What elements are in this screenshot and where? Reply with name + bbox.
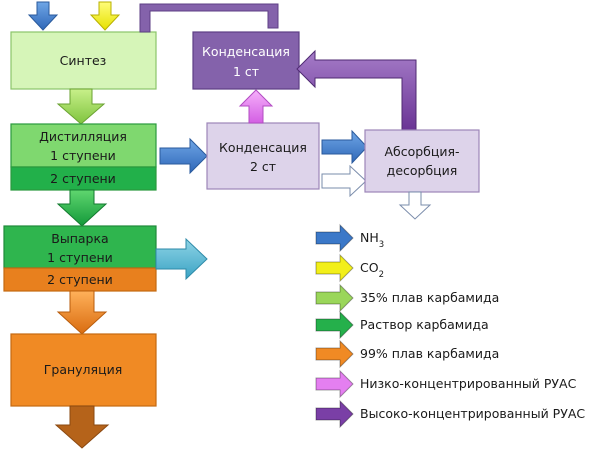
absorb-label-2: десорбция — [387, 163, 458, 178]
legend-arrow-4 — [315, 339, 354, 369]
distill-label-2: 1 ступени — [50, 148, 116, 163]
product-output-arrow — [54, 405, 110, 449]
vyparka-label-1: Выпарка — [51, 231, 108, 246]
kond1-box — [192, 31, 300, 90]
legend-label-1: CO2 — [360, 260, 384, 280]
legend-arrow-1 — [315, 253, 354, 283]
absorb-box — [364, 129, 480, 193]
legend-arrow-0 — [315, 223, 354, 253]
co2-input-arrow — [89, 1, 121, 31]
absorb-label-1: Абсорбция- — [384, 144, 459, 159]
granul-box — [10, 333, 157, 407]
sintez-label: Синтез — [60, 53, 107, 68]
kond2-to-absorb-arrow — [321, 129, 368, 165]
kond1-label-2: 1 ст — [233, 64, 259, 79]
legend-label-3: Раствор карбамида — [360, 317, 489, 332]
melt99-arrow — [56, 290, 108, 335]
kond2-label-1: Конденсация — [219, 140, 307, 155]
legend-arrow-5 — [315, 369, 354, 399]
legend-label-6: Высоко-концентрированный РУАС — [360, 406, 585, 421]
legend-label-2: 35% плав карбамида — [360, 290, 499, 305]
legend-subscript-1: 2 — [379, 270, 384, 280]
ruas-low-arrow — [238, 89, 274, 124]
nh3-input-arrow — [27, 1, 59, 31]
distill-box-top — [10, 123, 157, 168]
distill-label-1: Дистилляция — [39, 129, 127, 144]
granul-label: Грануляция — [44, 362, 122, 377]
exhaust-outline-arrow — [398, 191, 432, 220]
gas-outline-arrow — [321, 164, 367, 198]
sintez-box — [10, 31, 157, 90]
vyparka-label-2: 1 ступени — [47, 250, 113, 265]
solution-arrow — [56, 189, 108, 227]
legend-label-5: Низко-концентрированный РУАС — [360, 376, 577, 391]
kond2-box — [206, 122, 320, 190]
kond2-label-2: 2 ст — [250, 159, 276, 174]
legend-arrow-6 — [315, 399, 354, 429]
ruas-high-arrow — [296, 49, 417, 131]
vyparka-box-top — [3, 225, 157, 269]
legend-arrow-3 — [315, 310, 354, 340]
legend-label-4: 99% плав карбамида — [360, 346, 499, 361]
melt35-arrow — [56, 88, 106, 125]
recycle-to-sintez-line — [139, 3, 279, 33]
vyparka-label-3: 2 ступени — [47, 272, 113, 287]
legend-subscript-0: 3 — [379, 240, 384, 250]
distill-label-3: 2 ступени — [50, 171, 116, 186]
legend-arrow-2 — [315, 283, 354, 313]
distill-to-kond2-arrow — [159, 137, 208, 175]
legend-label-0: NH3 — [360, 230, 384, 250]
vapor-output-arrow — [155, 237, 208, 281]
kond1-label-1: Конденсация — [202, 44, 290, 59]
